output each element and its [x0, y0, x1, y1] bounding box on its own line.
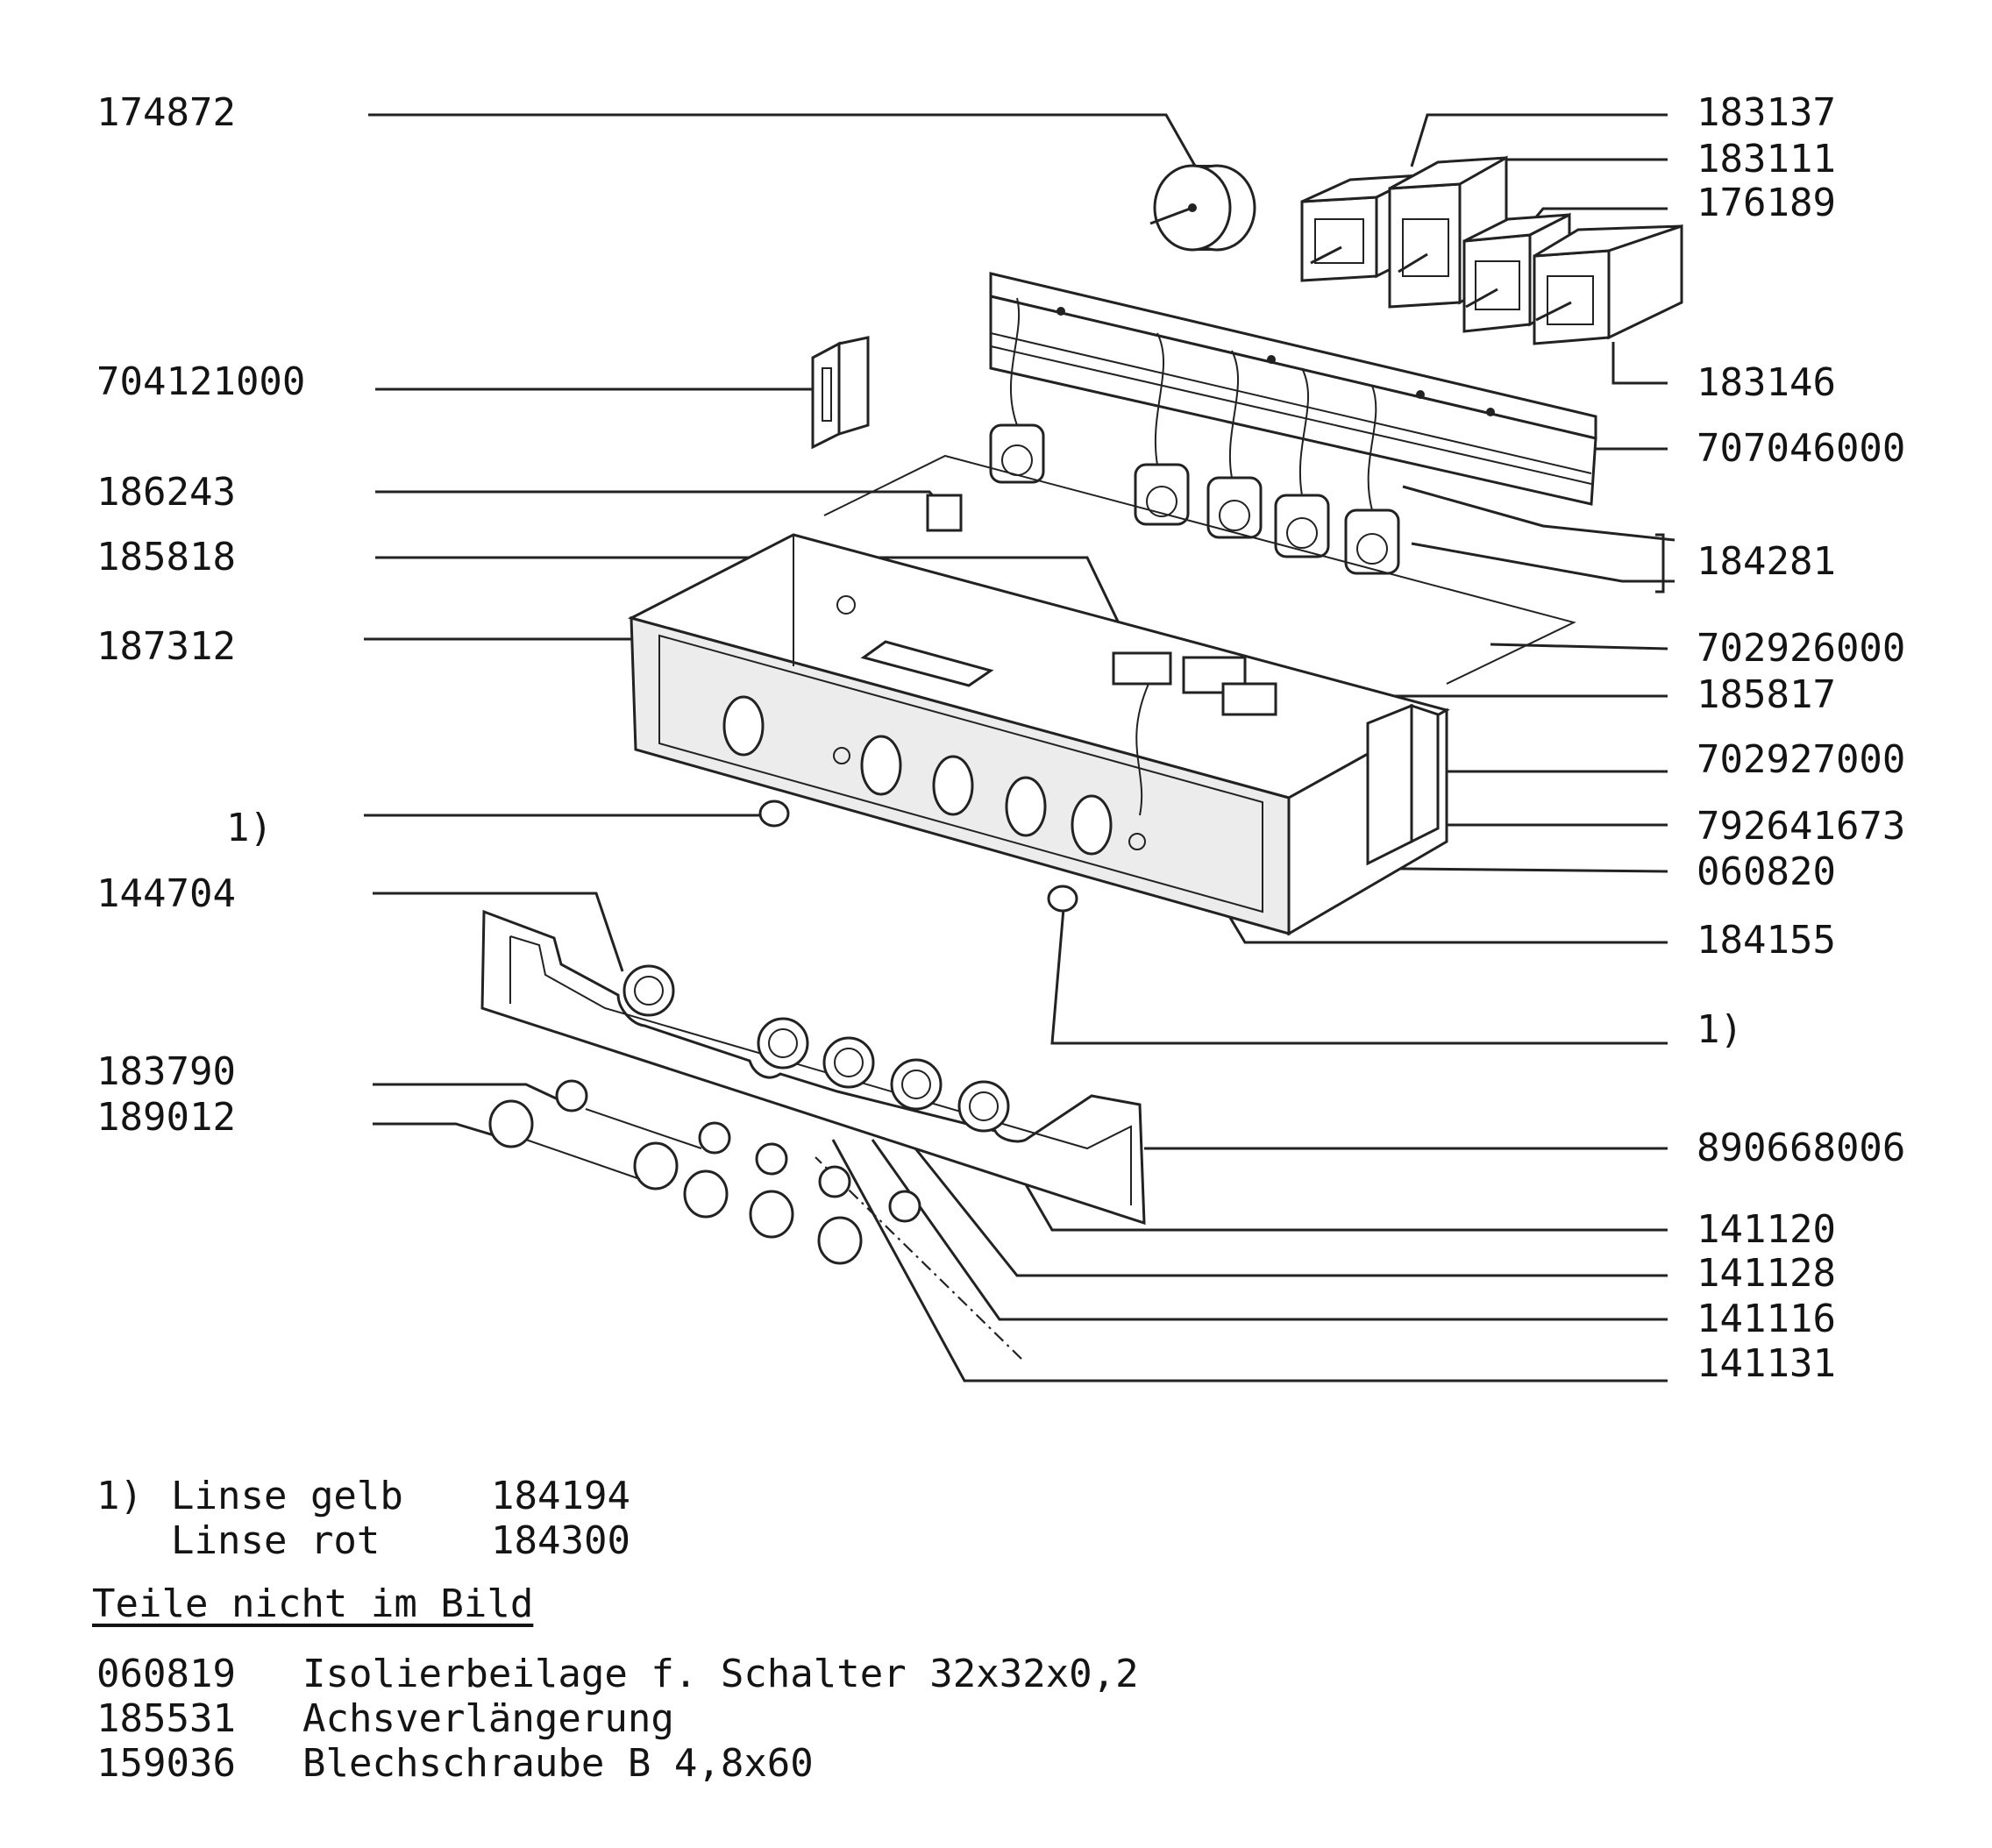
part-description: Blechschraube B 4,8x60 [302, 1741, 814, 1786]
part-number: 159036 [96, 1741, 236, 1786]
part-number-label: 183790 [96, 1049, 236, 1094]
section-heading: Teile nicht im Bild [92, 1581, 534, 1626]
bracket-184281 [1655, 533, 1665, 593]
footnote-marker: 1) [96, 1474, 143, 1518]
part-number-label: 144704 [96, 871, 236, 916]
part-number-label: 792641673 [1697, 804, 1906, 849]
lens-parts [758, 800, 1078, 913]
part-number-label: 183111 [1697, 137, 1836, 181]
control-housing [627, 533, 1450, 936]
lens-number: 184300 [491, 1518, 630, 1563]
lens-name: Linse rot [171, 1518, 381, 1563]
rail-with-switches [989, 272, 1597, 575]
lens-number: 184194 [491, 1474, 630, 1518]
part-number-label: 141120 [1697, 1207, 1836, 1252]
footnote-ref-label: 1) [1697, 1007, 1743, 1052]
part-number-label: 185818 [96, 535, 236, 579]
knobs-and-springs [488, 1079, 921, 1265]
motor-part [1149, 164, 1256, 252]
part-description: Isolierbeilage f. Schalter 32x32x0,2 [302, 1652, 1139, 1696]
part-number-label: 184281 [1697, 539, 1836, 584]
switch-blocks [1300, 155, 1683, 345]
bracket [811, 336, 870, 450]
part-number-label: 176189 [1697, 181, 1836, 225]
part-number-label: 189012 [96, 1095, 236, 1140]
front-panel [480, 909, 1146, 1226]
part-number-label: 185817 [1697, 672, 1836, 717]
part-number: 185531 [96, 1696, 236, 1741]
part-number-label: 187312 [96, 624, 236, 669]
lens-name: Linse gelb [171, 1474, 403, 1518]
part-number-label: 141116 [1697, 1297, 1836, 1341]
part-description: Achsverlängerung [302, 1696, 674, 1741]
part-number-label: 060820 [1697, 849, 1836, 894]
part-number-label: 186243 [96, 470, 236, 515]
part-number-label: 890668006 [1697, 1126, 1906, 1170]
part-number-label: 704121000 [96, 359, 306, 404]
part-number-label: 183137 [1697, 90, 1836, 135]
part-number-label: 184155 [1697, 918, 1836, 963]
part-number-label: 702926000 [1697, 626, 1906, 671]
part-number-label: 141131 [1697, 1341, 1836, 1386]
cover-plate [823, 454, 1576, 685]
part-number-label: 702927000 [1697, 737, 1906, 782]
clip [926, 494, 963, 532]
part-number-label: 183146 [1697, 360, 1836, 405]
part-number-label: 141128 [1697, 1251, 1836, 1296]
part-number: 060819 [96, 1652, 236, 1696]
footnote-ref-label: 1) [226, 806, 273, 850]
part-number-label: 707046000 [1697, 426, 1906, 471]
part-number-label: 174872 [96, 90, 236, 135]
